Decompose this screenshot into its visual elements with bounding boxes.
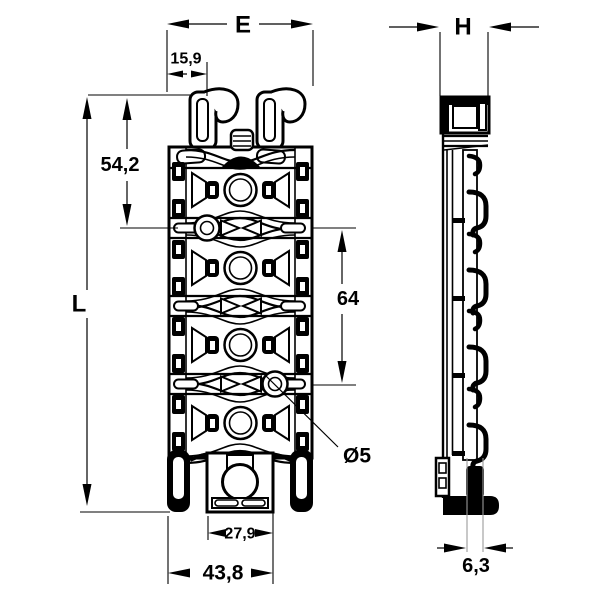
dim-label-E: E [235,12,251,39]
leader-line [262,372,339,448]
dim-label-64: 64 [337,288,360,310]
dim-top-offset: 15,9 [167,51,208,96]
dim-label-27-9: 27,9 [224,526,255,543]
mounting-hole-top [193,214,221,242]
dim-label-43-8: 43,8 [203,562,244,585]
top-hook-left [188,87,240,151]
dim-hole-pitch: 64 [313,227,360,386]
top-hook-right [255,87,307,151]
side-lamination [443,134,489,151]
dim-top-to-hole: 54,2 [88,94,190,229]
dim-label-dia5: Ø5 [343,445,371,468]
dim-label-L: L [72,291,87,318]
dim-label-H: H [454,14,471,41]
dim-label-15-9: 15,9 [170,51,201,68]
side-view [434,95,499,552]
top-latch-band [169,128,312,170]
dim-overall-depth: H [389,14,539,96]
dim-outer-width: 43,8 [167,457,274,585]
dim-label-54-2: 54,2 [101,154,140,176]
dim-foot-depth: 6,3 [437,543,513,577]
side-back-plate [441,133,454,498]
latch-knob [229,128,255,152]
dim-label-6-3: 6,3 [462,555,490,577]
dim-overall-width: E [166,12,314,92]
dim-hole-diameter: Ø5 [262,372,371,468]
bottom-section [167,450,313,514]
dim-inner-width: 27,9 [207,516,273,543]
front-view [167,87,314,514]
dim-overall-height: L [72,97,170,513]
side-top-hook [439,95,491,135]
side-foot [434,456,499,515]
bottom-hole [221,463,259,501]
